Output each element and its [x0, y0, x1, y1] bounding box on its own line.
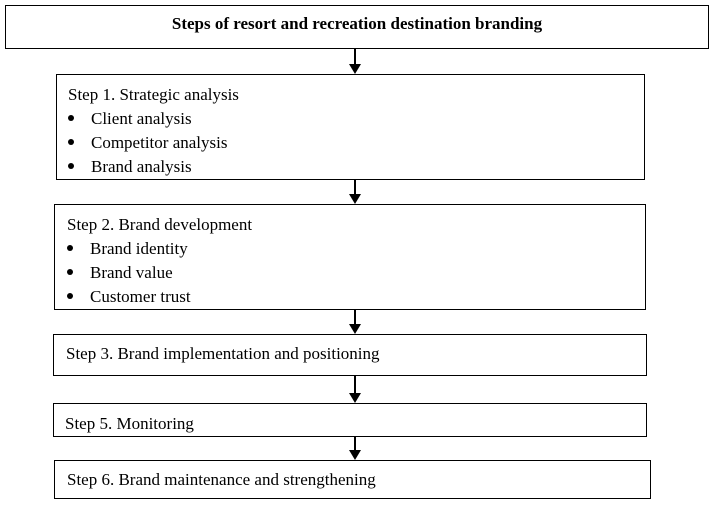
diagram-title: Steps of resort and recreation destinati…: [171, 14, 543, 33]
step-5-box: Step 5. Monitoring: [53, 403, 647, 437]
diagram-title-box: Steps of resort and recreation destinati…: [5, 5, 709, 49]
bullet-dot-icon: [68, 162, 74, 169]
step-1-bullet-list: Client analysis Competitor analysis Bran…: [68, 107, 644, 179]
step-1-heading: Step 1. Strategic analysis: [68, 85, 239, 104]
step-6-heading: Step 6. Brand maintenance and strengthen…: [67, 470, 376, 489]
flow-arrow-step-5-to-step-6: [349, 437, 361, 460]
step-2-bullet-item: Brand identity: [67, 237, 645, 261]
step-2-box: Step 2. Brand development Brand identity…: [54, 204, 646, 310]
step-6-box: Step 6. Brand maintenance and strengthen…: [54, 460, 651, 499]
flow-arrow-step-3-to-step-5: [349, 376, 361, 403]
step-2-bullet-item: Customer trust: [67, 285, 645, 309]
bullet-dot-icon: [68, 114, 74, 121]
step-3-box: Step 3. Brand implementation and positio…: [53, 334, 647, 376]
flow-arrow-step-1-to-step-2: [349, 180, 361, 204]
step-2-bullet-list: Brand identity Brand value Customer trus…: [67, 237, 645, 309]
step-1-bullet-item: Competitor analysis: [68, 131, 644, 155]
step-1-bullet-item: Brand analysis: [68, 155, 644, 179]
bullet-dot-icon: [67, 244, 73, 251]
flow-arrow-step-2-to-step-3: [349, 310, 361, 334]
step-2-heading: Step 2. Brand development: [67, 215, 253, 234]
bullet-dot-icon: [67, 292, 73, 299]
step-1-bullet-item: Client analysis: [68, 107, 644, 131]
step-1-box: Step 1. Strategic analysis Client analys…: [56, 74, 645, 180]
step-2-bullet-item: Brand value: [67, 261, 645, 285]
bullet-dot-icon: [67, 268, 73, 275]
bullet-dot-icon: [68, 138, 74, 145]
step-5-heading: Step 5. Monitoring: [65, 414, 194, 433]
flow-arrow-title-to-step-1: [349, 49, 361, 74]
step-3-heading: Step 3. Brand implementation and positio…: [66, 344, 380, 363]
